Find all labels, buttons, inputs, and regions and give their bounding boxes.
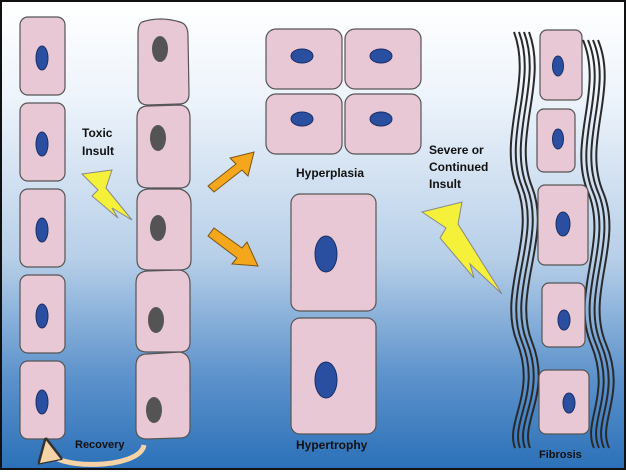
hypertrophy-cell	[290, 317, 377, 435]
normal-cell	[19, 102, 66, 182]
recovery-arrow-icon	[48, 445, 147, 467]
nucleus	[369, 48, 393, 64]
nucleus	[314, 361, 338, 399]
nucleus	[290, 48, 314, 64]
nucleus	[562, 392, 576, 414]
injured-cell	[135, 269, 191, 353]
nucleus	[290, 111, 314, 127]
nucleus	[35, 131, 49, 157]
hypertrophy-label: Hypertrophy	[296, 438, 368, 452]
normal-cell-column	[19, 16, 66, 440]
severe-label: Severe or	[429, 143, 484, 157]
nucleus	[552, 55, 564, 77]
hypertrophy-cells	[290, 193, 377, 435]
nucleus	[35, 303, 49, 329]
normal-cell	[19, 274, 66, 354]
fibrosis-cells	[536, 29, 590, 435]
nucleus	[369, 111, 393, 127]
hyperplasia-label: Hyperplasia	[296, 166, 365, 180]
nucleus	[150, 125, 166, 151]
nucleus	[35, 45, 49, 71]
hyperplasia-cell	[265, 93, 343, 155]
recovery-label: Recovery	[75, 439, 125, 451]
nucleus	[557, 309, 571, 331]
injured-cell-column	[135, 18, 192, 440]
nucleus	[555, 211, 571, 237]
hyperplasia-cells	[265, 28, 422, 155]
lightning-icon	[80, 169, 133, 221]
nucleus	[552, 128, 564, 150]
fibrosis-label: Fibrosis	[539, 449, 582, 461]
nucleus	[152, 36, 168, 62]
lightning-icon	[420, 201, 503, 295]
nucleus	[35, 217, 49, 243]
hyperplasia-cell	[265, 28, 343, 90]
nucleus	[314, 235, 338, 273]
fibrosis-cell	[539, 29, 583, 101]
arrow-to-hypertrophy-icon	[207, 227, 259, 267]
fibrosis-cell	[537, 184, 589, 266]
nucleus	[150, 215, 166, 241]
normal-cell	[19, 188, 66, 268]
fibrosis-cell	[536, 108, 576, 173]
insult-label-2: Insult	[429, 177, 461, 191]
injured-cell	[137, 18, 190, 106]
arrow-to-hyperplasia-icon	[207, 151, 255, 193]
nucleus	[35, 389, 49, 415]
insult-label: Insult	[82, 144, 114, 158]
continued-label: Continued	[429, 160, 489, 174]
injured-cell	[136, 104, 191, 189]
injured-cell	[135, 351, 191, 440]
fibrosis-cell	[538, 369, 590, 435]
toxic-label: Toxic	[82, 126, 113, 140]
fibrosis-cell	[541, 282, 586, 348]
injured-cell	[136, 188, 192, 271]
hyperplasia-cell	[344, 28, 422, 90]
normal-cell	[19, 16, 66, 96]
hyperplasia-cell	[344, 93, 422, 155]
fibrosis-fibers	[509, 31, 615, 449]
nucleus	[148, 307, 164, 333]
normal-cell	[19, 360, 66, 440]
hypertrophy-cell	[290, 193, 377, 312]
nucleus	[146, 397, 162, 423]
